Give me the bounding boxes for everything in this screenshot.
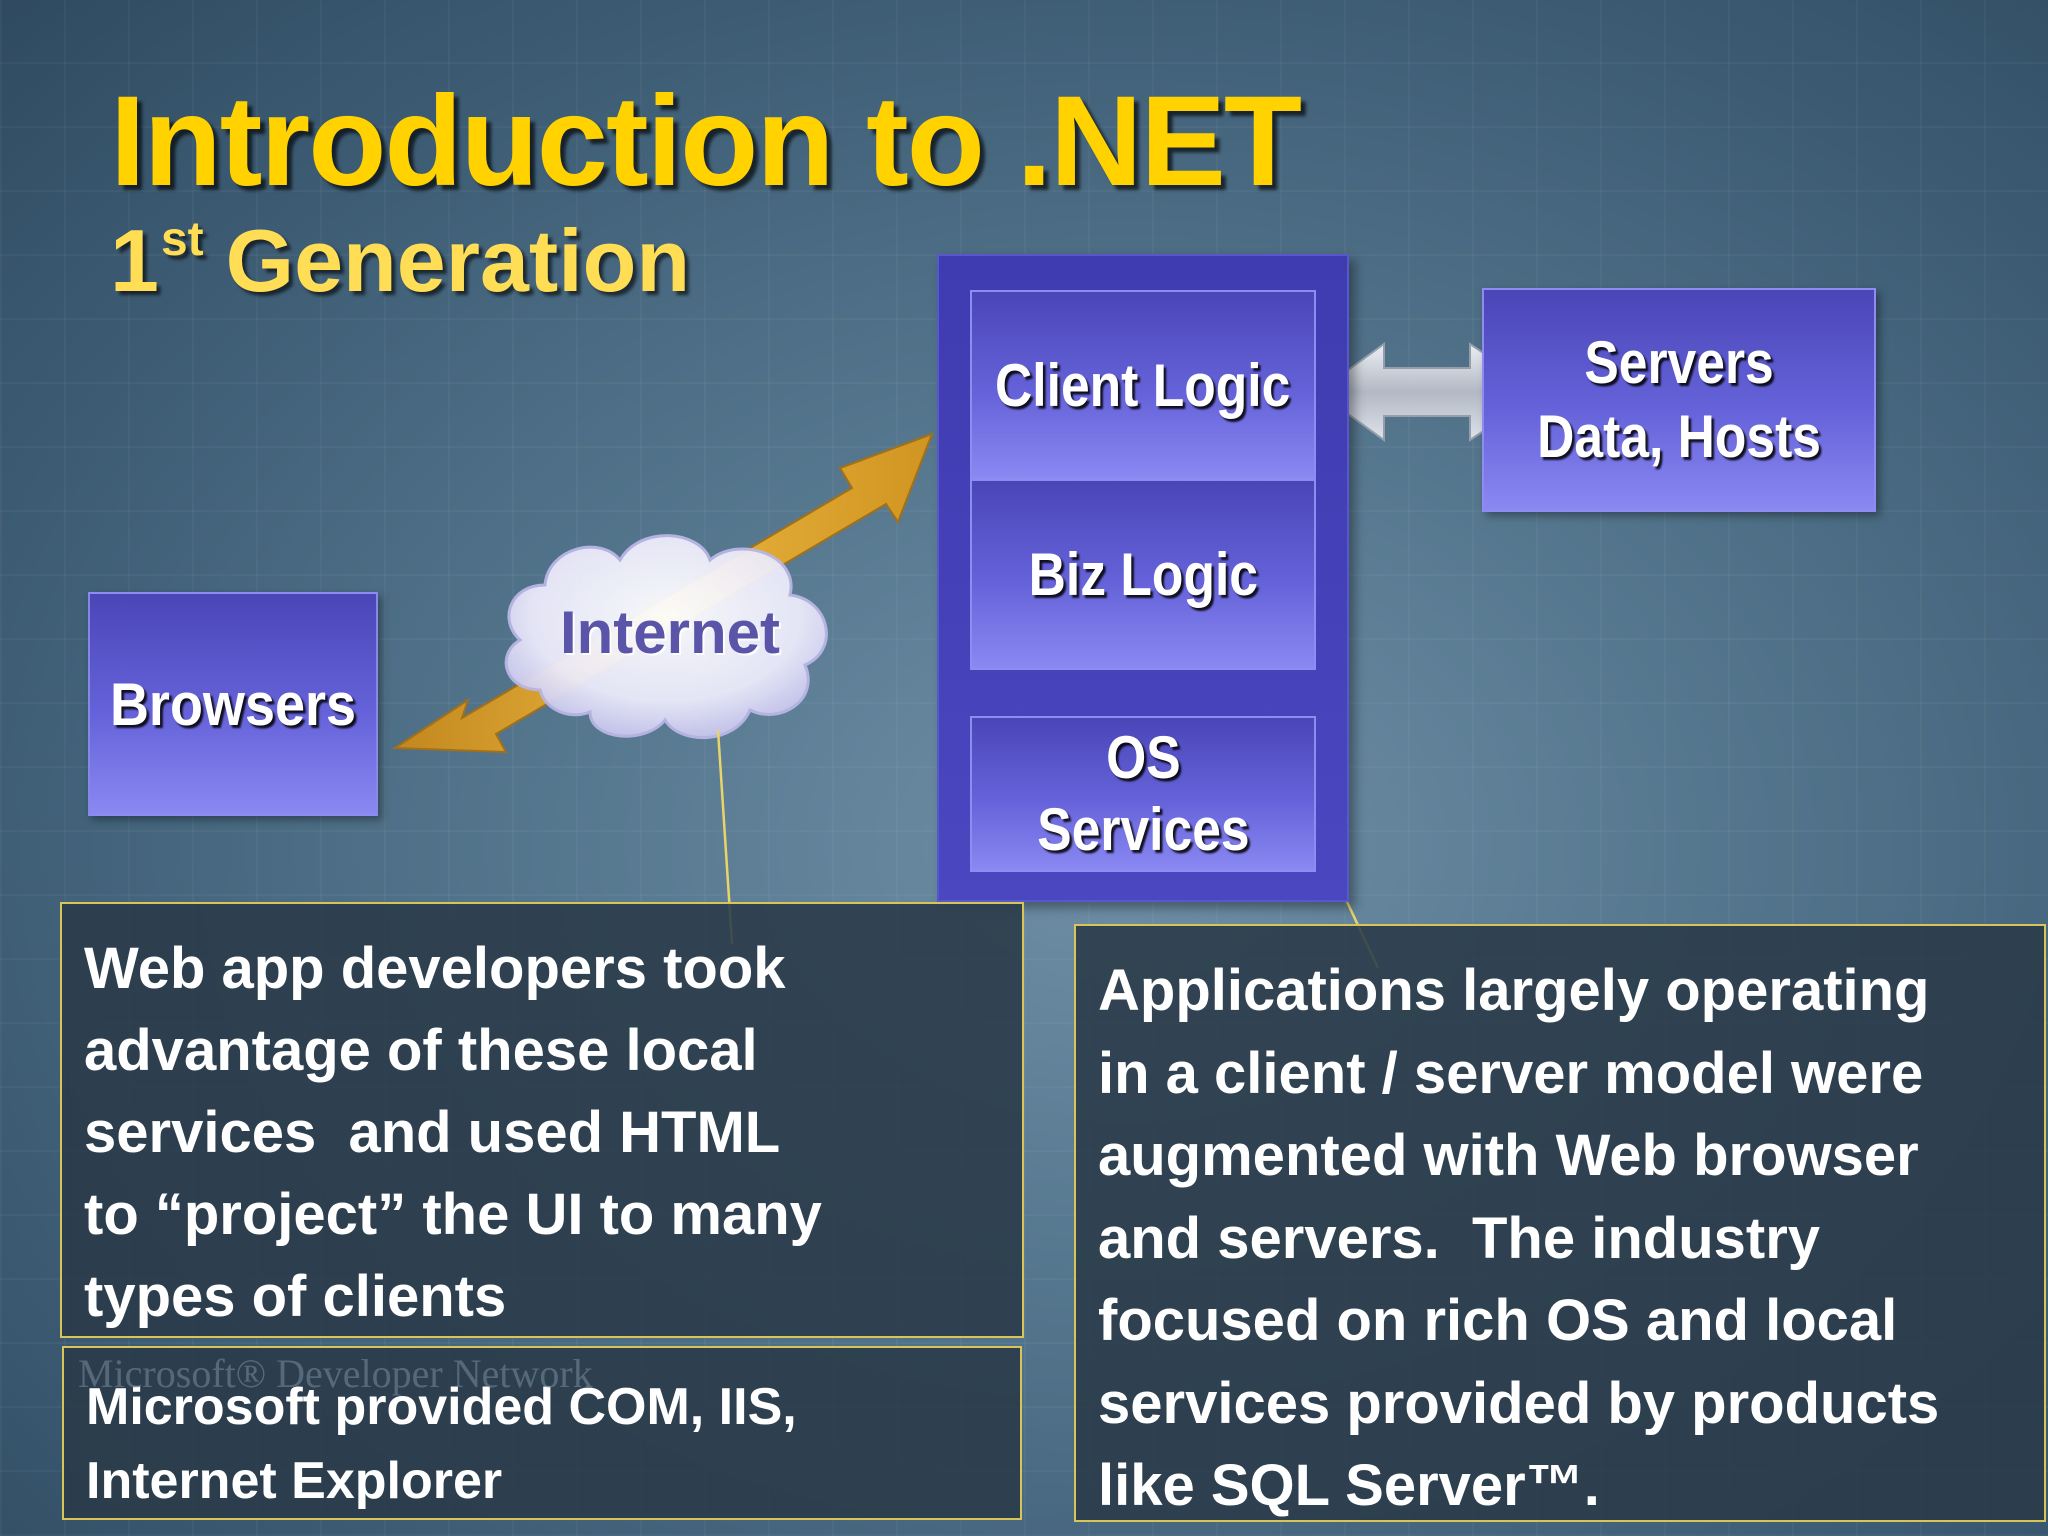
callout-line: Web app developers took (84, 936, 786, 1001)
subtitle-number: 1 (110, 211, 159, 310)
subtitle-superscript: st (160, 213, 204, 266)
servers-line2: Data, Hosts (1537, 403, 1821, 470)
slide-title: Introduction to .NET (110, 70, 1302, 213)
callout-line: services provided by products (1098, 1370, 1940, 1436)
client-server-callout: Applications largely operating in a clie… (1074, 924, 2046, 1522)
browsers-label: Browsers (109, 670, 357, 738)
subtitle-text: Generation (225, 211, 691, 310)
slide-subtitle: 1st Generation (110, 210, 690, 312)
microsoft-provided-callout: Microsoft provided COM, IIS, Internet Ex… (62, 1346, 1022, 1520)
servers-line1: Servers (1584, 329, 1774, 396)
web-developers-callout: Web app developers took advantage of the… (60, 902, 1024, 1338)
callout-line: services and used HTML (84, 1100, 781, 1165)
os-services-line2: Services (1036, 796, 1250, 863)
client-logic-box: Client Logic (970, 290, 1316, 480)
callout-line: to “project” the UI to many (84, 1182, 822, 1247)
callout-line: types of clients (84, 1264, 507, 1329)
callout-line: Applications largely operating (1098, 958, 1930, 1023)
biz-logic-box: Biz Logic (970, 480, 1316, 670)
browsers-box: Browsers (88, 592, 378, 816)
callout-line: advantage of these local (84, 1018, 758, 1083)
os-services-box: OS Services (970, 716, 1316, 872)
callout-line: Internet Explorer (86, 1452, 503, 1510)
callout-line: and servers. The industry (1098, 1205, 1821, 1271)
callout-line: augmented with Web browser (1098, 1123, 1919, 1188)
callout-line: like SQL Server™. (1098, 1453, 1600, 1518)
callout-line: Microsoft provided COM, IIS, (86, 1378, 797, 1436)
callout-line: focused on rich OS and local (1098, 1288, 1898, 1353)
internet-label: Internet (559, 599, 781, 666)
client-logic-label: Client Logic (995, 351, 1291, 419)
biz-logic-label: Biz Logic (1028, 541, 1258, 608)
servers-box: Servers Data, Hosts (1482, 288, 1876, 512)
msdn-watermark: Microsoft® Developer Network (78, 1351, 593, 1396)
os-services-line1: OS (1105, 724, 1181, 791)
callout-line: in a client / server model were (1098, 1040, 1924, 1106)
